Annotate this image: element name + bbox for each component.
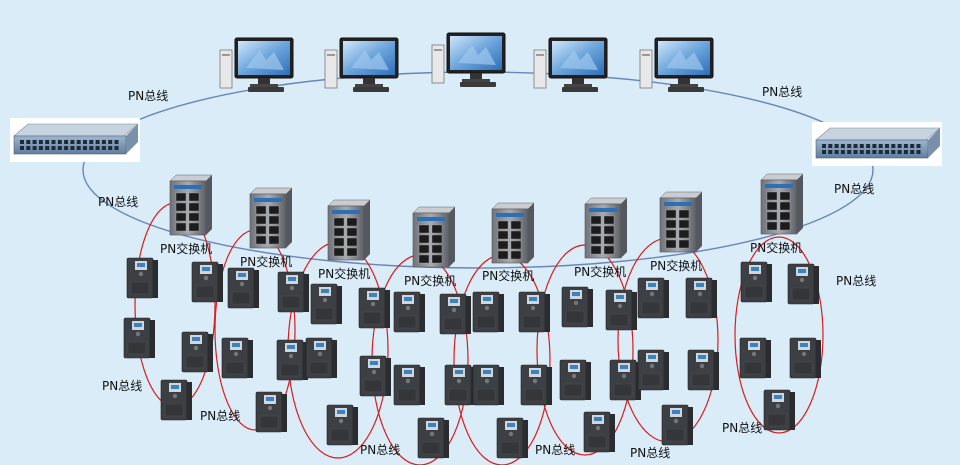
drive-icon <box>739 337 771 379</box>
drive-icon <box>789 337 821 379</box>
pn-bus-label: PN总线 <box>722 421 762 435</box>
drive-icon <box>310 283 342 325</box>
drive-icon <box>277 271 309 313</box>
drive-icon <box>221 337 253 379</box>
pn-switch-label: PN交换机 <box>240 254 292 269</box>
pn-switch-label: PN交换机 <box>650 258 702 273</box>
device-rings <box>134 202 824 465</box>
pn-bus-label: PN总线 <box>98 195 138 209</box>
drive-icon <box>740 261 772 303</box>
drive-icon <box>472 291 504 333</box>
computer-icon <box>431 32 506 87</box>
pn-switch-icon <box>760 173 804 235</box>
pn-switch-icon <box>249 187 293 249</box>
pn-bus-label: PN总线 <box>630 446 670 460</box>
drive-icon <box>305 337 337 379</box>
drive-icon <box>255 391 287 433</box>
drive-icon <box>276 339 308 381</box>
drive-icon <box>326 404 358 446</box>
pn-bus-label: PN总线 <box>102 379 142 393</box>
pn-bus-label: PN总线 <box>834 182 874 196</box>
drive-icon <box>439 293 471 335</box>
pn-switch-label: PN交换机 <box>574 264 626 279</box>
drive-icon <box>359 355 391 397</box>
pn-switch-icon <box>169 174 213 236</box>
drive-icon <box>605 289 637 331</box>
pn-switch-icon <box>327 199 371 261</box>
drive-icon <box>227 267 259 309</box>
drive-icon <box>661 404 693 446</box>
pn-switch-icon <box>659 191 703 253</box>
computer-icon <box>533 37 608 92</box>
drive-icon <box>126 257 158 299</box>
drive-icon <box>472 364 504 406</box>
drive-icon <box>518 291 550 333</box>
drive-icon <box>444 364 476 406</box>
pn-switch-icon <box>412 206 456 268</box>
drive-icon <box>181 331 213 373</box>
drive-icon <box>637 349 669 391</box>
pn-switch-icon <box>491 202 535 264</box>
pn-switch-label: PN交换机 <box>750 240 802 255</box>
pn-bus-label: PN总线 <box>200 409 240 423</box>
drive-icon <box>417 417 449 459</box>
pn-switch-label: PN交换机 <box>318 266 370 281</box>
pn-switch-label: PN交换机 <box>160 241 212 256</box>
computer-icon <box>639 37 714 92</box>
drive-icon <box>637 277 669 319</box>
drive-icon <box>763 389 795 431</box>
drive-icon <box>123 317 155 359</box>
drive-icon <box>496 417 528 459</box>
drive-icon <box>787 263 819 305</box>
rack-switch-left <box>10 118 140 162</box>
drive-icon <box>561 286 593 328</box>
drive-icon <box>191 261 223 303</box>
drive-icon <box>393 291 425 333</box>
pn-ring-line <box>734 236 824 434</box>
computer-icon <box>324 37 399 92</box>
pn-bus-label: PN总线 <box>360 443 400 457</box>
devices <box>10 32 942 459</box>
drive-icon <box>687 349 719 391</box>
drive-icon <box>583 411 615 453</box>
rack-switch-right <box>812 122 942 166</box>
pn-switch-icon <box>584 197 628 259</box>
pn-switch-label: PN交换机 <box>482 268 534 283</box>
pn-switch-label: PN交换机 <box>404 273 456 288</box>
drive-icon <box>685 277 717 319</box>
pn-bus-label: PN总线 <box>128 89 168 103</box>
drive-icon <box>393 364 425 406</box>
computer-icon <box>219 37 294 92</box>
drive-icon <box>160 379 192 421</box>
drive-icon <box>559 359 591 401</box>
drive-icon <box>358 287 390 329</box>
labels: PN总线 PN总线 PN总线 PN总线 PN总线 PN总线 PN总线 PN总线 PN总线 PN总线… <box>98 85 876 460</box>
pn-bus-label: PN总线 <box>762 85 802 99</box>
drive-icon <box>609 359 641 401</box>
pn-bus-label: PN总线 <box>535 443 575 457</box>
pn-bus-label: PN总线 <box>836 274 876 288</box>
drive-icon <box>520 364 552 406</box>
pn-bus-line <box>82 71 874 269</box>
